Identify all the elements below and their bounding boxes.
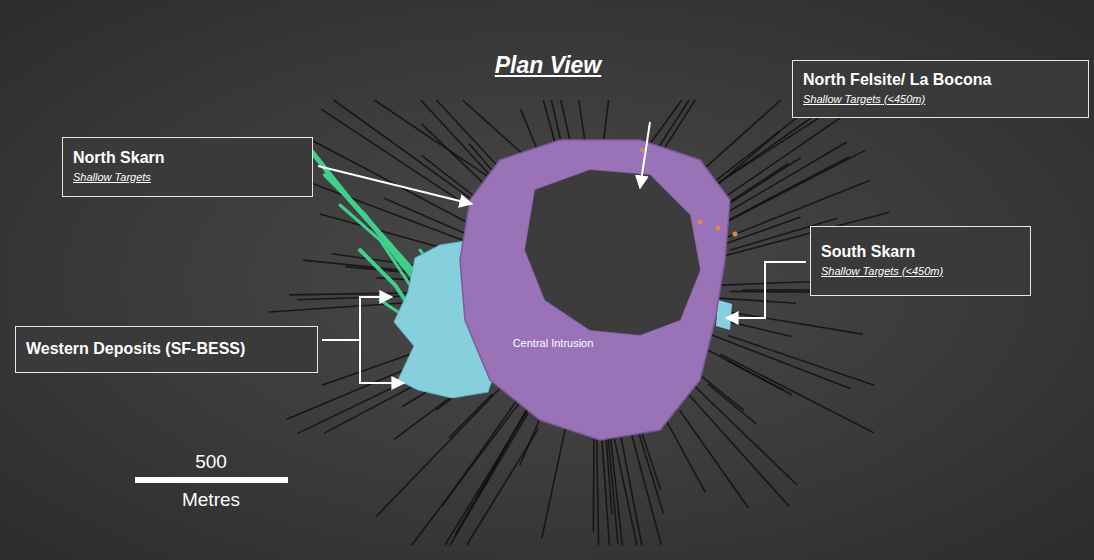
drill-hole xyxy=(445,400,534,545)
drill-hole xyxy=(597,429,599,545)
drill-hole xyxy=(715,298,796,303)
drill-hole xyxy=(720,150,865,225)
scale-label: Metres xyxy=(182,489,240,511)
callout-heading: North Felsite/ La Bocona xyxy=(803,70,1078,90)
drill-hole xyxy=(715,310,862,334)
callout-box: North Felsite/ La BoconaShallow Targets … xyxy=(792,60,1089,118)
leader-arrows xyxy=(318,122,806,383)
drill-hole xyxy=(636,423,664,514)
drill-hole xyxy=(720,354,874,433)
drill-holes xyxy=(269,100,889,545)
scale-bar xyxy=(135,477,288,483)
drill-hole xyxy=(384,198,469,235)
callout-heading: South Skarn xyxy=(821,242,1020,262)
callout-box: South SkarnShallow Targets (<450m) xyxy=(810,226,1031,296)
drill-hole xyxy=(607,426,618,544)
drill-hole xyxy=(680,372,797,484)
drill-hole xyxy=(334,100,484,208)
region-label: Central Intrusion xyxy=(513,337,594,349)
felsite-dots xyxy=(640,148,738,237)
drill-hole xyxy=(376,379,510,517)
drill-hole xyxy=(442,393,522,506)
callout-box: Western Deposits (SF-BESS) xyxy=(15,326,318,373)
drill-hole xyxy=(674,378,790,507)
central-intrusion-ring xyxy=(460,140,730,440)
drill-hole xyxy=(721,142,847,216)
intrusion-hole-ground xyxy=(525,170,700,335)
callout-box: North SkarnShallow Targets xyxy=(62,137,313,197)
drill-hole xyxy=(728,335,874,385)
callout-heading: North Skarn xyxy=(73,148,302,168)
drill-hole xyxy=(542,412,569,538)
drill-hole xyxy=(592,423,594,532)
drill-hole xyxy=(613,431,637,545)
drill-hole xyxy=(727,360,792,394)
drill-hole xyxy=(717,217,801,247)
south-rim-deposit xyxy=(716,300,732,330)
callout-subtitle: Shallow Targets xyxy=(73,170,302,185)
drill-hole xyxy=(680,410,749,508)
figure-title: Plan View xyxy=(495,52,602,79)
drill-hole xyxy=(708,384,756,424)
scale-label: 500 xyxy=(195,451,227,473)
callout-subtitle: Shallow Targets (<450m) xyxy=(821,264,1020,279)
drill-hole xyxy=(730,291,820,293)
callout-heading: Western Deposits (SF-BESS) xyxy=(26,339,307,359)
drill-hole xyxy=(374,100,497,183)
drill-hole xyxy=(449,394,493,438)
callout-subtitle: Shallow Targets (<450m) xyxy=(803,92,1078,107)
